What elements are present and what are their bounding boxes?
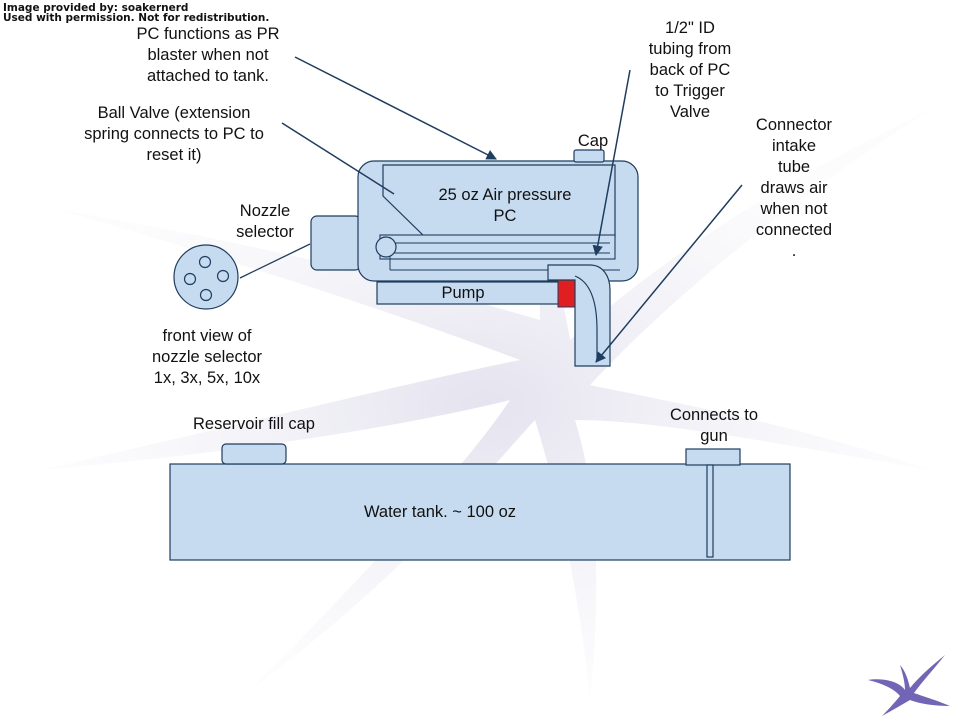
background-swoosh <box>40 110 930 700</box>
pc-functions-label: PC functions as PR blaster when not atta… <box>136 25 280 85</box>
tank-connector <box>685 448 741 466</box>
connector-arrow <box>595 184 743 363</box>
connector-intake-handle <box>547 264 611 367</box>
barrel-tube <box>379 234 616 260</box>
pc-functions-arrow <box>294 56 497 160</box>
water-tank <box>169 463 791 561</box>
ball-valve-icon <box>375 236 397 258</box>
pump-label: Pump <box>441 284 485 302</box>
nozzle-hole-icon <box>198 255 212 269</box>
ball-valve-leader-line <box>281 122 395 195</box>
nozzle-front-view-circle <box>173 244 239 310</box>
reservoir-fill-cap-label: Reservoir fill cap <box>193 415 315 433</box>
nozzle-hole-icon <box>216 269 230 283</box>
intake-tube-line <box>574 275 598 358</box>
cap-label: Cap <box>577 132 609 150</box>
pressure-chamber-label: 25 oz Air pressure PC <box>438 186 572 225</box>
tank-pickup-tube <box>706 464 714 558</box>
tubing-arrow <box>592 69 631 257</box>
nozzle-hole-icon <box>183 272 197 286</box>
front-view-label: front view of nozzle selector 1x, 3x, 5x… <box>151 327 263 387</box>
water-tank-label: Water tank. ~ 100 oz <box>363 503 517 521</box>
pc-cap <box>573 149 605 163</box>
connector-label: Connector intake tube draws air when not… <box>755 116 833 260</box>
nozzle-view-leader-line <box>239 243 311 279</box>
credit-line-1: Image provided by: soakernerd <box>3 2 189 14</box>
credit-line-2: Used with permission. Not for redistribu… <box>3 12 270 24</box>
ball-valve-label: Ball Valve (extension spring connects to… <box>84 104 264 164</box>
tubing-label: 1/2" ID tubing from back of PC to Trigge… <box>648 19 732 121</box>
reservoir-fill-cap <box>221 443 287 465</box>
nozzle-hole-icon <box>199 288 213 302</box>
nozzle-selector-block <box>310 215 362 271</box>
connects-to-gun-label: Connects to gun <box>669 406 759 445</box>
corner-star-logo <box>868 655 950 716</box>
nozzle-selector-label: Nozzle selector <box>236 202 294 241</box>
